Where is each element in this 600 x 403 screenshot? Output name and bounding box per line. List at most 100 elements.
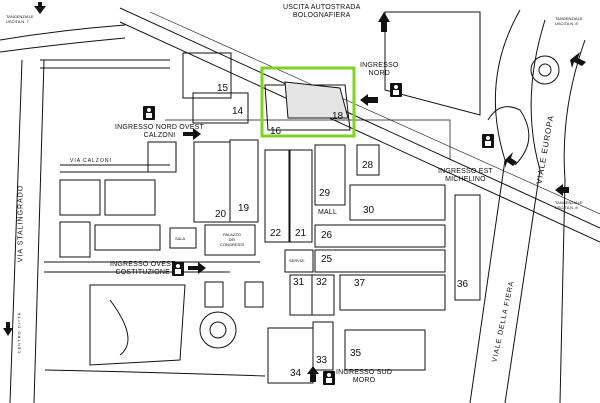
tang-right-label: TANGENZIALE USCITA N. 8 <box>555 16 583 26</box>
arrow-top-right-icon <box>570 52 586 68</box>
roundabout-right <box>530 55 560 85</box>
block-top-right <box>384 11 481 116</box>
viale-europa-2 <box>504 19 546 403</box>
via-stalingrado-label: VIA STALINGRADO <box>17 184 25 263</box>
pav-18-shape <box>284 81 349 119</box>
road-top-left <box>0 24 126 41</box>
block-small-2 <box>244 281 264 308</box>
arrow-nord-icon <box>360 94 378 106</box>
pedestrian-ovest-icon <box>172 262 184 276</box>
pav-37-shape <box>339 274 446 311</box>
pavilion-37: 37 <box>354 278 366 289</box>
pavilion-16: 16 <box>270 126 282 137</box>
pavilion-14: 14 <box>232 106 244 117</box>
viale-europa-1 <box>469 9 521 403</box>
building-palazzo <box>204 224 256 256</box>
ingresso-nord-ovest-2: CALZONI <box>143 132 176 139</box>
pav-30-shape <box>349 184 446 221</box>
pavilion-34: 34 <box>290 368 302 379</box>
ingresso-est-1: INGRESSO EST <box>438 168 493 175</box>
pav-15-shape <box>182 52 232 99</box>
building-left-1 <box>59 179 101 216</box>
building-left-2 <box>104 179 156 216</box>
tang-left-label: TANGENZIALE USCITA N. 7 <box>6 14 34 24</box>
via-stalingrado-road-2 <box>33 59 45 403</box>
pav-28-shape <box>356 144 380 176</box>
pavilion-15: 15 <box>217 83 229 94</box>
arrow-est-icon <box>505 152 517 168</box>
palazzo-label: PALAZZO DEI CONGRESSI <box>220 232 244 247</box>
pav-22-shape <box>264 149 290 243</box>
highlight-frame <box>260 66 356 138</box>
tang-bottom-2: USCITA N. 8 <box>555 205 578 210</box>
roundabout-bottom <box>199 311 237 349</box>
arrow-tang-left-icon <box>34 2 46 14</box>
pav-21-shape <box>289 149 313 243</box>
pavilion-36: 36 <box>457 279 469 290</box>
building-sala <box>169 227 197 249</box>
pavilion-26: 26 <box>321 230 333 241</box>
parking-calzoni <box>147 141 177 173</box>
ingresso-nord-1: INGRESSO <box>360 62 399 69</box>
pav-25-shape <box>314 249 446 273</box>
pav-32-shape <box>311 274 335 316</box>
arrow-sud-icon <box>307 366 319 382</box>
pedestrian-est-icon <box>482 134 494 148</box>
ingresso-nord-ovest-label: INGRESSO NORD OVEST CALZONI <box>115 124 204 140</box>
palazzo-2: DEI <box>228 237 236 242</box>
pavilion-18: 18 <box>332 111 344 122</box>
pedestrian-sud-icon <box>323 371 335 385</box>
ingresso-nord-2: NORD <box>368 70 390 77</box>
arrow-centro-icon <box>3 322 13 336</box>
mall-label: MALL <box>318 209 338 216</box>
tang-bottom-label: TANGENZIALE USCITA N. 8 <box>555 200 583 210</box>
arrow-uscita-icon <box>378 12 390 32</box>
uscita-autostrada-label: USCITA AUTOSTRADA BOLOGNAFIERA <box>283 4 360 20</box>
pav-33-shape <box>312 321 334 371</box>
via-calzoni-label: VIA CALZONI <box>70 158 112 164</box>
ingresso-est-2: MICHELINO <box>445 176 486 183</box>
pav-14-shape <box>192 92 249 124</box>
highway-line-1 <box>119 7 600 229</box>
pav-35-shape <box>344 329 426 371</box>
pavilion-31: 31 <box>293 277 305 288</box>
uscita-line1: USCITA AUTOSTRADA <box>283 4 361 11</box>
uscita-line2: BOLOGNAFIERA <box>292 12 351 19</box>
pav-26-shape <box>314 224 446 248</box>
pavilion-19: 19 <box>238 203 250 214</box>
pedestrian-nord-ovest-icon <box>143 106 155 120</box>
arrow-ovest-icon <box>188 262 206 274</box>
tang-right-2: USCITA N. 8 <box>555 21 578 26</box>
ingresso-nord-label: INGRESSO NORD <box>360 62 399 78</box>
pavilion-22: 22 <box>270 228 282 239</box>
pavilion-35: 35 <box>350 348 362 359</box>
pavilion-20: 20 <box>215 209 227 220</box>
ingresso-sud-2: MORO <box>352 377 376 384</box>
highway-line-3 <box>149 11 600 215</box>
arrow-nord-ovest-icon <box>183 128 201 140</box>
road-bottom <box>44 369 266 377</box>
pavilion-28: 28 <box>362 160 374 171</box>
pavilion-25: 25 <box>321 254 333 265</box>
building-left-4 <box>94 224 161 251</box>
loop-road <box>487 106 530 166</box>
ingresso-sud-label: INGRESSO SUD MORO <box>336 369 392 385</box>
tang-left-2: USCITA N. 7 <box>6 19 29 24</box>
road-top-left-2 <box>0 37 126 53</box>
arrow-tang-bottom-icon <box>555 184 569 196</box>
viale-europa-3 <box>559 39 586 403</box>
ingresso-ovest-1: INGRESSO OVEST <box>110 261 176 268</box>
servizi-shape <box>284 249 314 273</box>
block-small-1 <box>204 281 224 308</box>
highway-line-2 <box>119 21 600 243</box>
tang-left-1: TANGENZIALE <box>6 14 34 19</box>
park-area <box>89 284 186 366</box>
ingresso-est-label: INGRESSO EST MICHELINO <box>438 168 493 184</box>
pav-16-shape <box>264 84 351 131</box>
pav-19-shape <box>229 139 259 223</box>
pavilion-32: 32 <box>316 277 328 288</box>
pav-36-shape <box>454 194 481 301</box>
ingresso-nord-ovest-1: INGRESSO NORD OVEST <box>115 124 204 131</box>
sala-label: SALA <box>175 236 186 241</box>
